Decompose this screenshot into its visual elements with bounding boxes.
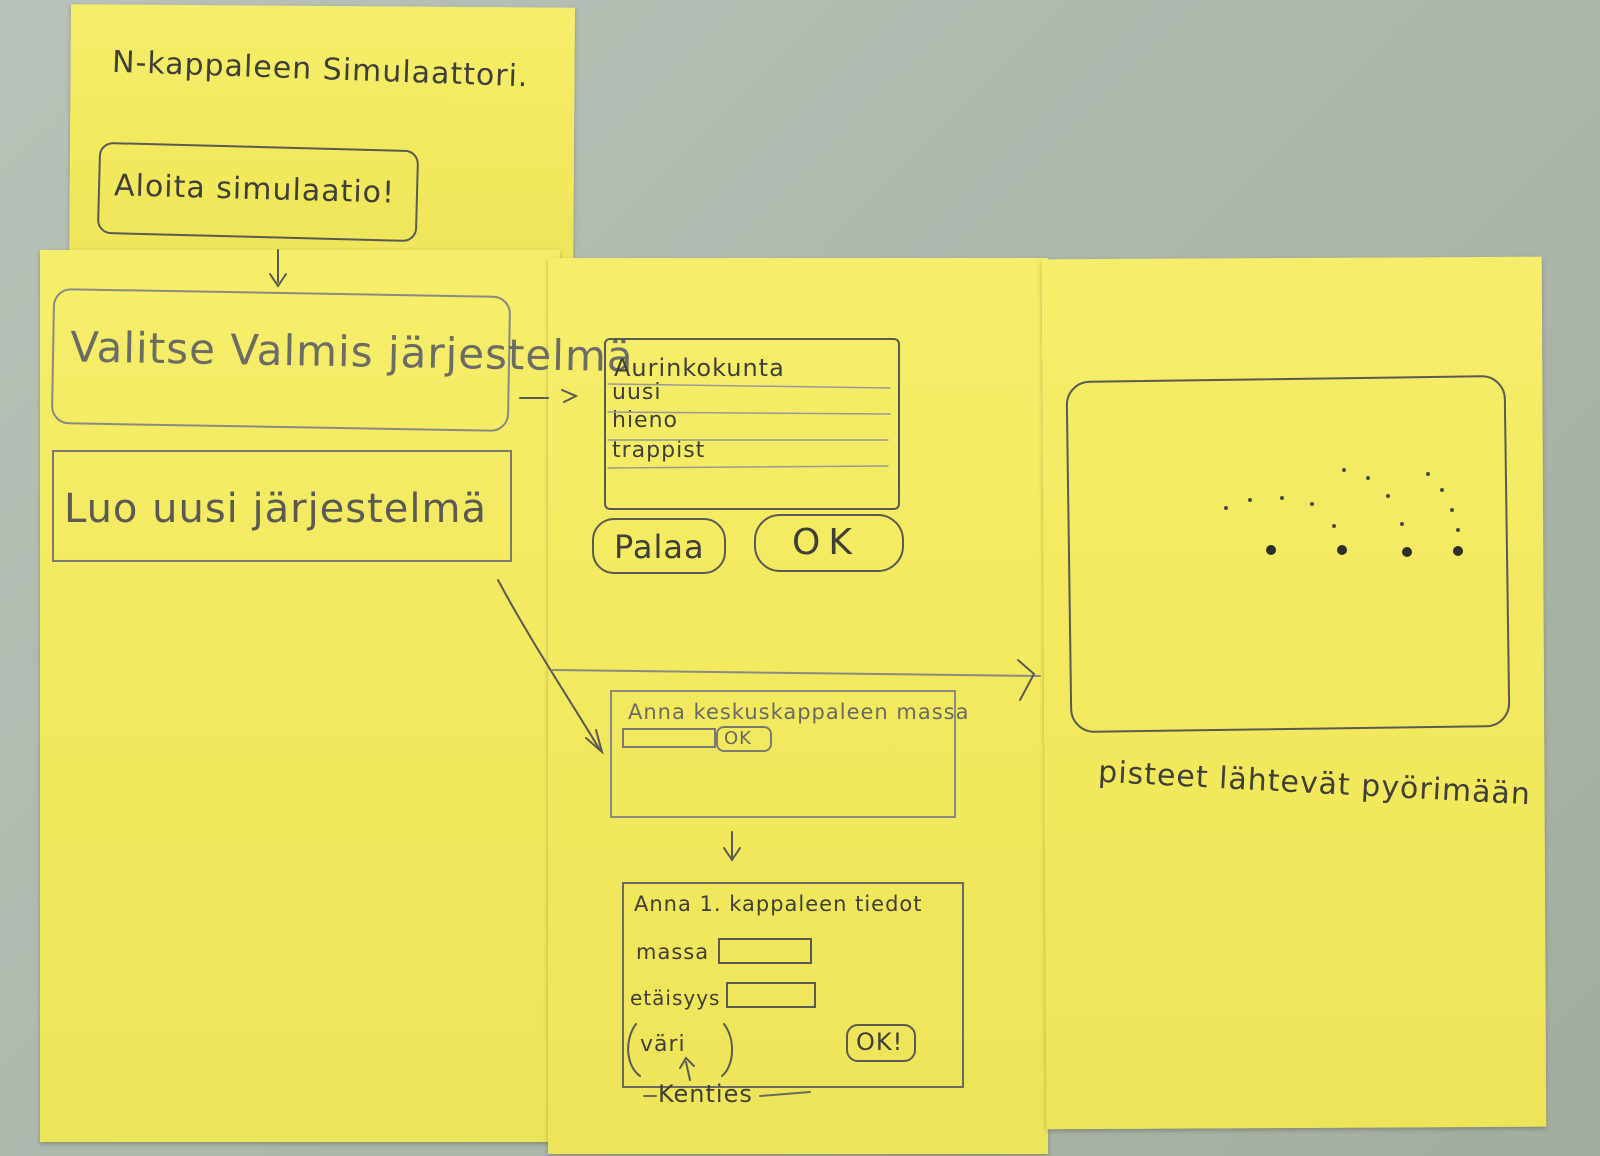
create-new-system-label: Luo uusi järjestelmä [64, 486, 488, 532]
central-mass-ok-button[interactable]: OK [716, 726, 772, 752]
arrow-create-to-mass [497, 579, 601, 751]
arrow-head-start-to-menu [269, 273, 287, 288]
color-label[interactable]: väri [640, 1032, 686, 1057]
arrow-to-simulation [551, 669, 1041, 677]
mass-input[interactable] [718, 938, 812, 964]
note-menu [40, 250, 560, 1142]
orbit-trails [1224, 468, 1460, 532]
body-ok-label: OK! [856, 1028, 904, 1056]
back-button[interactable]: Palaa [592, 518, 726, 574]
orbit-points [1266, 545, 1463, 557]
list-item[interactable]: trappist [612, 438, 706, 463]
list-item[interactable]: Aurinkokunta [614, 354, 785, 382]
planet-point [1453, 546, 1463, 556]
body-data-dialog: Anna 1. kappaleen tiedot massa etäisyys … [622, 882, 964, 1088]
maybe-annotation: Kenties [658, 1080, 753, 1108]
planet-point [1402, 547, 1412, 557]
color-bracket-right [721, 1023, 733, 1077]
back-button-label: Palaa [614, 528, 705, 566]
arrow-head-select-to-list [561, 389, 579, 403]
central-mass-ok-label: OK [724, 728, 752, 749]
central-mass-input[interactable] [622, 728, 716, 748]
central-mass-dialog: Anna keskuskappaleen massa OK [610, 690, 969, 818]
planet-point [1266, 545, 1276, 555]
arrow-head-to-simulation [1017, 659, 1036, 701]
distance-label: etäisyys [630, 986, 721, 1010]
mass-label: massa [636, 940, 710, 964]
color-bracket-left [627, 1023, 641, 1077]
system-list[interactable]: Aurinkokunta uusi hieno trappist [604, 338, 900, 510]
create-new-system-button[interactable]: Luo uusi järjestelmä [52, 450, 512, 562]
body-ok-button[interactable]: OK! [846, 1024, 916, 1062]
central-mass-prompt: Anna keskuskappaleen massa [628, 700, 970, 724]
distance-input[interactable] [726, 982, 816, 1008]
kenties-underline [643, 1091, 811, 1097]
arrow-head-create-to-mass [585, 729, 604, 755]
list-ok-label: OK [792, 522, 860, 563]
arrow-head-mass-to-body [723, 847, 741, 862]
kenties-pointer [685, 1061, 691, 1081]
list-ok-button[interactable]: OK [754, 514, 904, 572]
note-dialogs [548, 258, 1048, 1154]
body-data-prompt: Anna 1. kappaleen tiedot [634, 892, 923, 916]
planet-point [1337, 545, 1347, 555]
list-dividers [607, 383, 891, 469]
kenties-pointer-head [679, 1056, 695, 1069]
